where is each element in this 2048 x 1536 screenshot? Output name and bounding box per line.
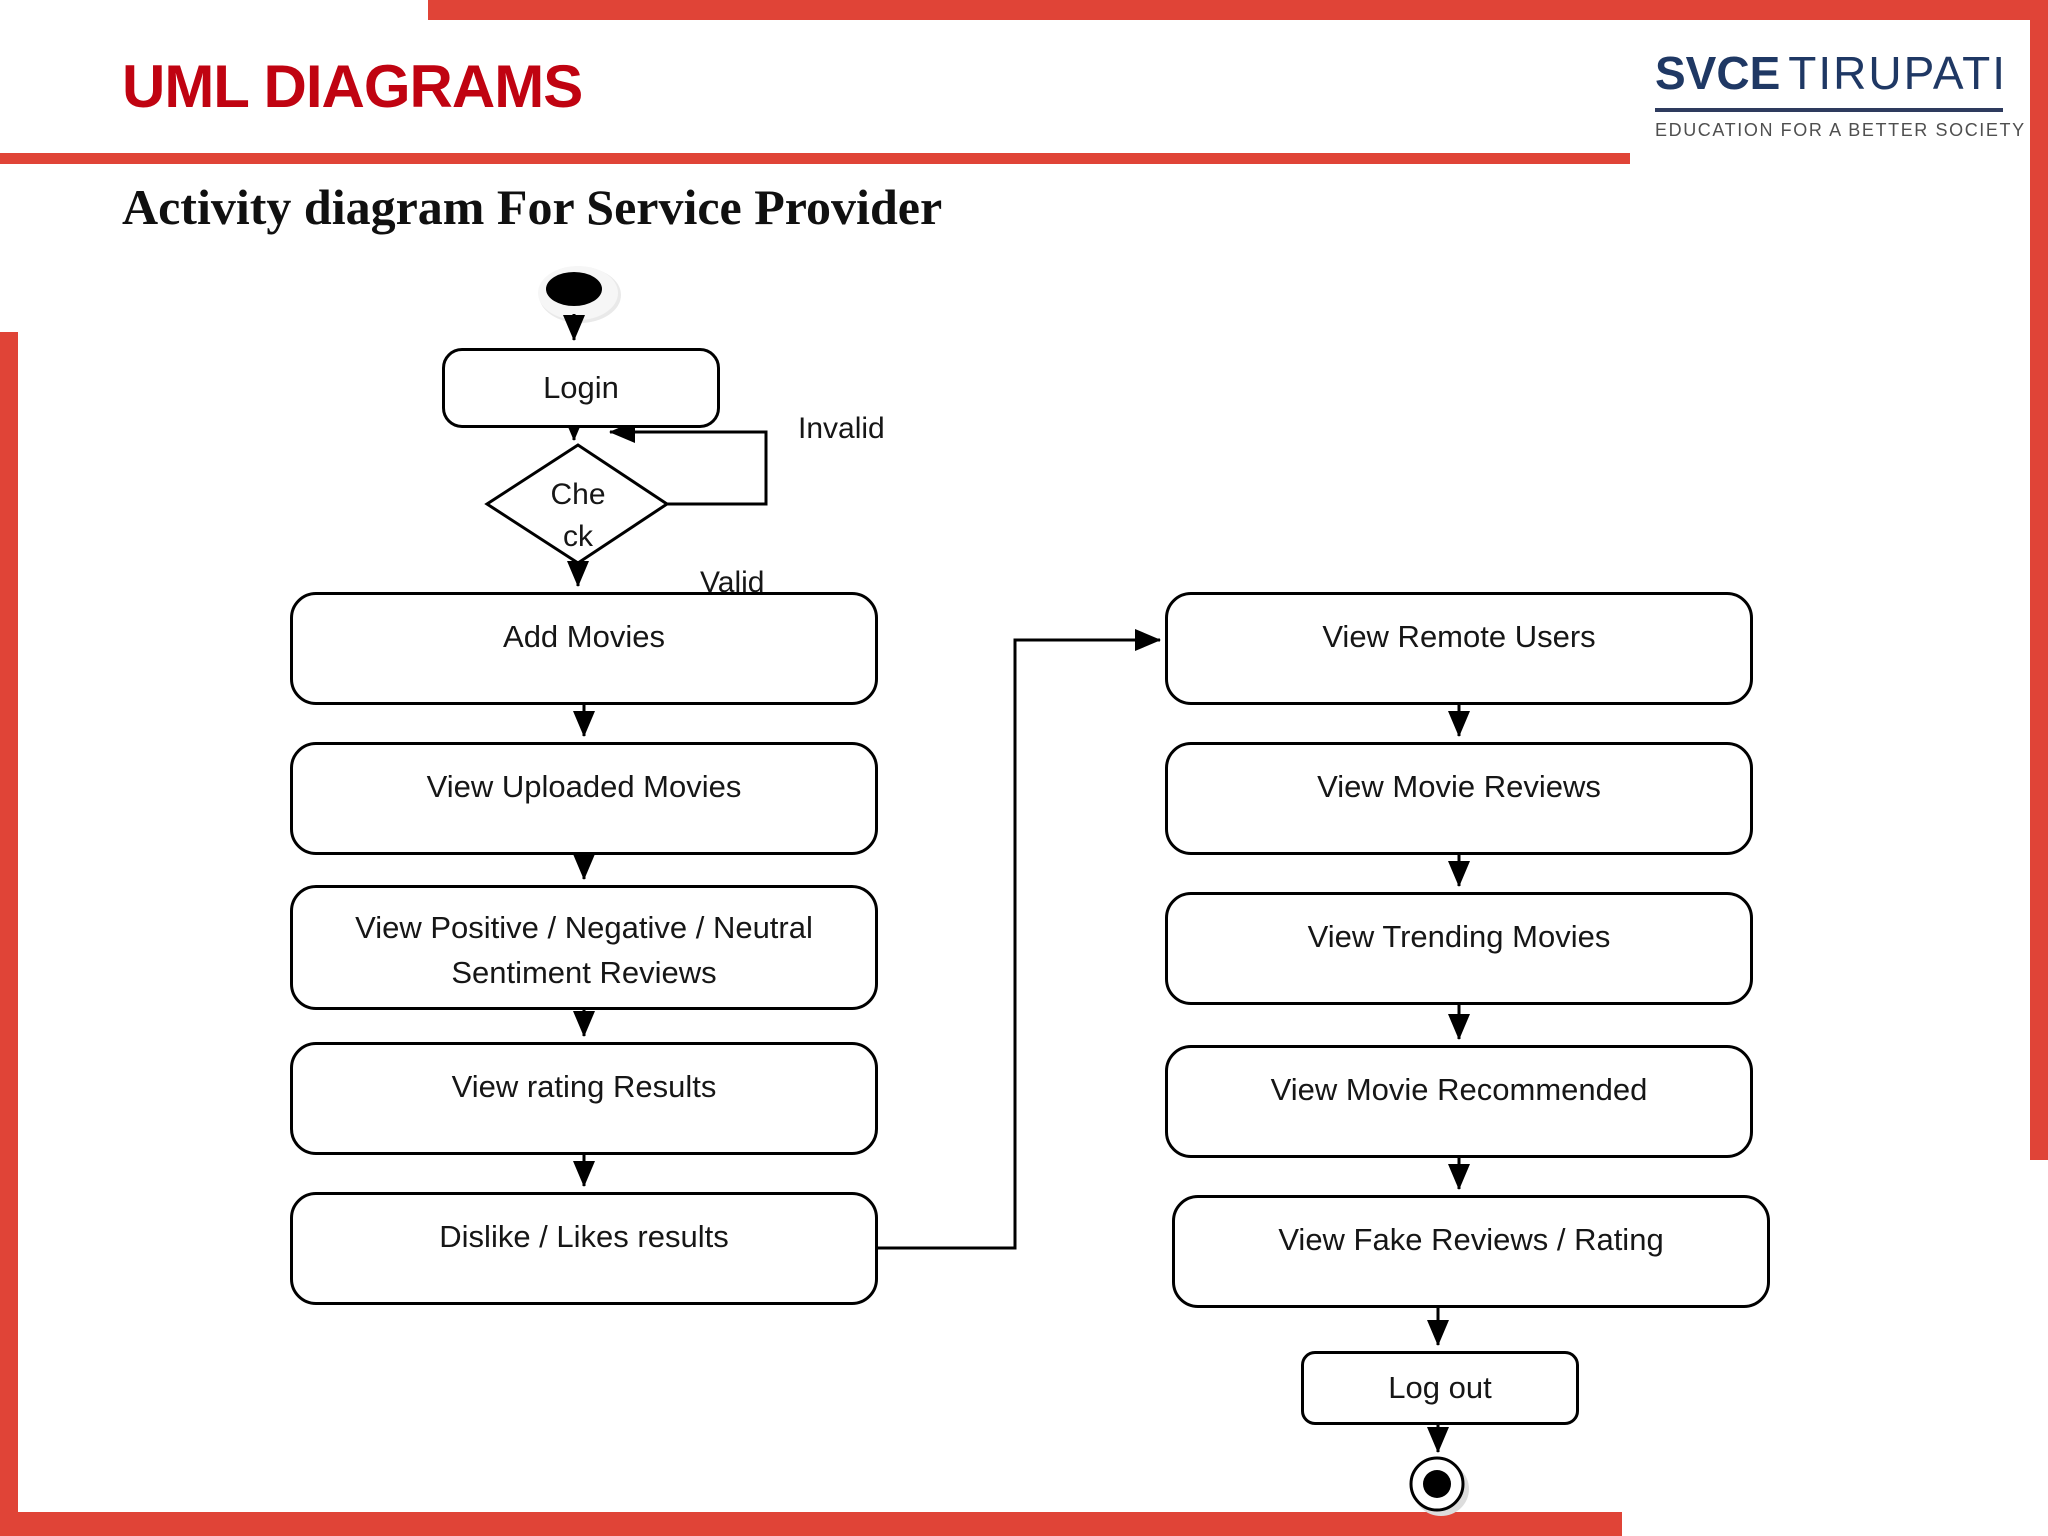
activity-view-fake-reviews-rating: View Fake Reviews / Rating <box>1172 1195 1770 1308</box>
page-title: UML DIAGRAMS <box>122 53 583 120</box>
diagram-subtitle: Activity diagram For Service Provider <box>122 179 943 235</box>
activity-dislike-likes-results: Dislike / Likes results <box>290 1192 878 1305</box>
activity-view-sentiment-reviews: View Positive / Negative / Neutral Senti… <box>290 885 878 1010</box>
top-accent-bar <box>428 0 2048 20</box>
activity-view-remote-users: View Remote Users <box>1165 592 1753 705</box>
header-divider <box>0 153 1630 164</box>
activity-view-rating-results: View rating Results <box>290 1042 878 1155</box>
bottom-accent-bar <box>0 1512 1622 1536</box>
end-node-icon <box>1409 1456 1469 1516</box>
activity-log-out: Log out <box>1301 1351 1579 1425</box>
logo-divider <box>1655 108 2003 112</box>
activity-add-movies: Add Movies <box>290 592 878 705</box>
activity-view-trending-movies: View Trending Movies <box>1165 892 1753 1005</box>
logo-name-regular: TIRUPATI <box>1788 47 2007 99</box>
activity-login: Login <box>442 348 720 428</box>
left-accent-bar <box>0 332 18 1536</box>
logo-name-bold: SVCE <box>1655 47 1781 99</box>
right-accent-bar <box>2030 0 2048 1160</box>
activity-view-movie-recommended: View Movie Recommended <box>1165 1045 1753 1158</box>
start-node-icon <box>538 266 621 323</box>
edge-label-invalid: Invalid <box>798 412 885 445</box>
logo-tagline: EDUCATION FOR A BETTER SOCIETY <box>1655 120 2026 140</box>
activity-view-uploaded-movies: View Uploaded Movies <box>290 742 878 855</box>
activity-view-movie-reviews: View Movie Reviews <box>1165 742 1753 855</box>
decision-label: Che ck <box>550 478 606 553</box>
activity-login-label: Login <box>543 370 619 405</box>
